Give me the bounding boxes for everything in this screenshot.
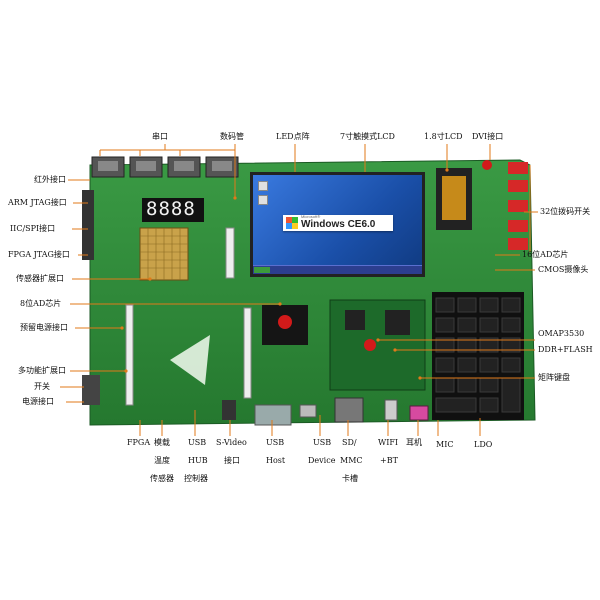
label-usbdev-2: Device [308, 456, 336, 465]
board-logo [170, 335, 210, 385]
omap-indicator [364, 339, 376, 351]
omap-core-board [329, 299, 426, 391]
seven-seg-display [142, 198, 204, 222]
label-serial-port: 串口 [152, 132, 168, 141]
windows-flag-icon [286, 217, 298, 229]
label-mic: MIC [436, 440, 454, 449]
desktop-icon [258, 195, 268, 205]
lcd-screen: Microsoft® Windows CE6.0 [250, 172, 425, 277]
label-iic-spi: IIC/SPI接口 [10, 224, 56, 233]
label-usbdev-1: USB [313, 438, 332, 447]
label-dip32: 32位拨码开关 [540, 207, 591, 216]
label-keypad: 矩阵键盘 [538, 373, 570, 382]
label-led-matrix: LED点阵 [276, 132, 310, 141]
label-usbhost-1: USB [266, 438, 285, 447]
label-infrared: 红外接口 [34, 175, 66, 184]
label-earphone: 耳机 [406, 438, 422, 447]
expansion-header-a [225, 227, 235, 279]
label-power-if: 电源接口 [22, 397, 54, 406]
left-jtag-headers [82, 190, 94, 260]
power-jack [82, 375, 100, 405]
label-module-3: 传感器 [150, 474, 174, 483]
label-fpga: FPGA [127, 438, 151, 447]
start-button [254, 267, 270, 273]
label-sd-3: 卡槽 [342, 474, 358, 483]
label-fpga-jtag: FPGA JTAG接口 [8, 250, 70, 259]
dip-switch-bank [508, 162, 528, 250]
label-module-2: 温度 [154, 456, 170, 465]
label-seven-seg: 数码管 [220, 132, 244, 141]
windows-ce-banner: Microsoft® Windows CE6.0 [283, 214, 393, 231]
fpga-indicator [278, 315, 292, 329]
expansion-header-c [243, 307, 252, 399]
label-reserved-power: 预留电源接口 [20, 323, 68, 332]
leader-lines [60, 144, 538, 436]
label-svideo-2: 接口 [224, 456, 240, 465]
label-usbhost-2: Host [266, 456, 286, 465]
expansion-header-b [125, 304, 134, 406]
label-ad8: 8位AD芯片 [20, 299, 62, 308]
prototype-grid [139, 227, 189, 281]
label-switch: 开关 [34, 382, 50, 391]
label-cmos: CMOS摄像头 [538, 265, 589, 274]
label-lcd7: 7寸触摸式LCD [340, 132, 395, 141]
bottom-connectors [222, 397, 429, 426]
label-multi-ext: 多功能扩展口 [18, 366, 66, 375]
desktop-icon [258, 181, 268, 191]
taskbar [253, 265, 422, 274]
label-usbhub-1: USB [188, 438, 207, 447]
dvi-indicator [482, 160, 492, 170]
label-svideo-1: S-Video [216, 438, 247, 447]
label-usbhub-3: 控制器 [184, 474, 208, 483]
microsoft-label: Microsoft® [301, 214, 321, 219]
seven-seg-digits: 8888 [146, 198, 196, 220]
label-module-1: 模载 [154, 438, 170, 447]
label-omap: OMAP3530 [538, 329, 585, 338]
label-sensor-ext: 传感器扩展口 [16, 274, 64, 283]
label-ddr: DDR+FLASH [538, 345, 593, 354]
label-ad16: 16位AD芯片 [522, 250, 569, 259]
label-usbhub-2: HUB [188, 456, 208, 465]
label-sd-1: SD/ [342, 438, 357, 447]
label-arm-jtag: ARM JTAG接口 [8, 198, 67, 207]
windows-ce-label: Windows CE6.0 [301, 219, 376, 230]
label-wifi-1: WIFI [378, 438, 399, 447]
matrix-keypad [432, 292, 524, 420]
label-lcd18: 1.8寸LCD [424, 132, 463, 141]
label-wifi-2: +BT [380, 456, 398, 465]
label-dvi: DVI接口 [472, 132, 504, 141]
serial-port-connectors [91, 156, 239, 178]
label-sd-2: MMC [340, 456, 363, 465]
label-ldo: LDO [474, 440, 493, 449]
